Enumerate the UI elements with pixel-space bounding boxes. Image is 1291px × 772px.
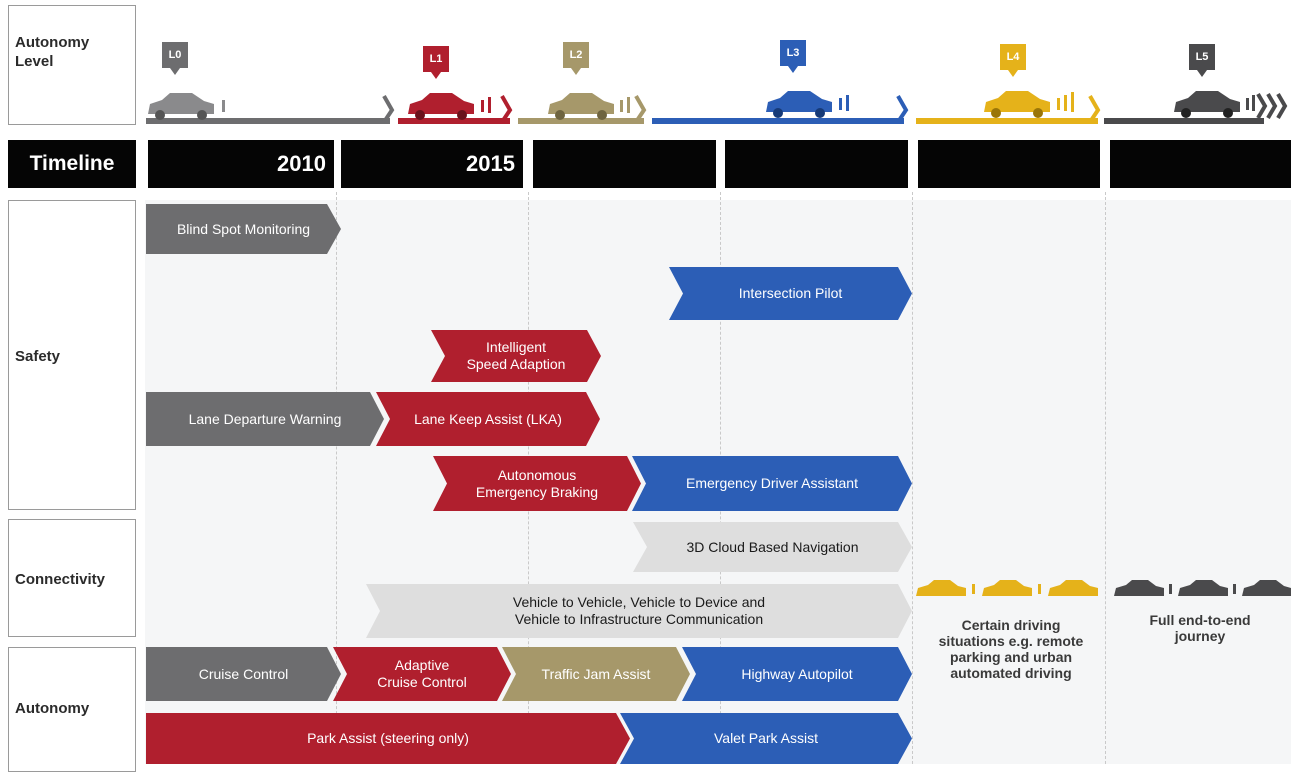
timeline-block-2: 2015 — [341, 140, 523, 188]
level-badge-l3: L3 — [780, 40, 806, 73]
road-l3 — [652, 118, 904, 124]
highway-autopilot-label: Highway Autopilot — [741, 665, 853, 682]
blind-spot-monitoring-bar: Blind Spot Monitoring — [146, 204, 341, 254]
park-assist-label: Park Assist (steering only) — [307, 730, 469, 746]
aeb-label-line1: Autonomous — [497, 466, 577, 483]
timeline-block-4 — [725, 140, 908, 188]
road-l5 — [1104, 118, 1264, 124]
cloud-navigation-label: 3D Cloud Based Navigation — [686, 538, 859, 555]
car-l5-small-2-icon — [1178, 580, 1236, 596]
road-chevrons — [148, 91, 1288, 124]
l4-description-line2: situations e.g. remote — [938, 633, 1084, 649]
timeline-block-5 — [918, 140, 1100, 188]
column-divider — [336, 192, 337, 764]
autonomy-level-label: Autonomy Level — [15, 34, 90, 70]
autonomy-level-box — [8, 5, 136, 125]
intersection-pilot-bar: Intersection Pilot — [669, 267, 912, 320]
column-divider — [1105, 192, 1106, 764]
park-assist-bar: Park Assist (steering only) — [146, 713, 630, 764]
safety-label: Safety — [15, 348, 61, 365]
level-badge-l4: L4 — [1000, 44, 1026, 77]
l5-description-line1: Full end-to-end — [1149, 612, 1251, 628]
chevron-l5c-icon — [1276, 92, 1288, 120]
chevron-l5b-icon — [1266, 92, 1278, 120]
acc-label-line1: Adaptive — [394, 657, 450, 673]
autonomous-emergency-braking-bar: Autonomous Emergency Braking — [433, 456, 641, 511]
emergency-driver-assistant-bar: Emergency Driver Assistant — [632, 456, 912, 511]
autonomy-label: Autonomy — [15, 700, 90, 717]
cloud-navigation-bar: 3D Cloud Based Navigation — [633, 522, 912, 572]
lane-keep-assist-label: Lane Keep Assist (LKA) — [414, 410, 562, 427]
l4-description: Certain driving situations e.g. remote p… — [914, 617, 1108, 681]
emergency-driver-assistant-label: Emergency Driver Assistant — [686, 475, 858, 491]
v2x-label-line2: Vehicle to Infrastructure Communication — [514, 611, 764, 627]
valet-park-assist-bar: Valet Park Assist — [620, 713, 912, 764]
l5-description: Full end-to-end journey — [1110, 612, 1290, 644]
isa-label-line2: Speed Adaption — [466, 356, 566, 372]
road-l0 — [146, 118, 390, 124]
car-l2-icon — [548, 93, 630, 120]
adaptive-cruise-control-bar: Adaptive Cruise Control — [333, 647, 511, 701]
chevron-l3-icon — [896, 95, 909, 124]
chevron-l4-icon — [1088, 95, 1101, 124]
intelligent-speed-adaption-bar: Intelligent Speed Adaption — [431, 330, 601, 382]
traffic-jam-assist-label: Traffic Jam Assist — [541, 665, 651, 682]
chevron-l5a-icon — [1256, 92, 1268, 120]
l4-description-line1: Certain driving — [961, 617, 1061, 633]
isa-label-line1: Intelligent — [486, 339, 546, 355]
lane-departure-warning-label: Lane Departure Warning — [188, 410, 342, 427]
road-l1 — [398, 118, 510, 124]
connectivity-box — [8, 519, 136, 637]
car-l4-small-1-icon — [916, 580, 975, 596]
chevron-l0-icon — [382, 95, 395, 124]
car-l5-small-3-icon — [1242, 580, 1291, 596]
road-l4 — [916, 118, 1098, 124]
lane-keep-assist-bar: Lane Keep Assist (LKA) — [376, 392, 600, 446]
chevron-l1-icon — [500, 95, 513, 124]
l4-description-line4: automated driving — [950, 665, 1072, 681]
cruise-control-label: Cruise Control — [198, 665, 289, 682]
blind-spot-monitoring-label: Blind Spot Monitoring — [176, 220, 311, 237]
level-badge-l1: L1 — [423, 46, 449, 79]
timeline-block-1: 2010 — [148, 140, 334, 188]
car-l5-icon — [1174, 91, 1255, 118]
traffic-jam-assist-bar: Traffic Jam Assist — [502, 647, 690, 701]
acc-label-line2: Cruise Control — [377, 674, 467, 690]
level-badge-l5: L5 — [1189, 44, 1215, 77]
cruise-control-bar: Cruise Control — [146, 647, 341, 701]
connectivity-label: Connectivity — [15, 571, 106, 588]
lane-departure-warning-bar: Lane Departure Warning — [146, 392, 384, 446]
highway-autopilot-bar: Highway Autopilot — [682, 647, 912, 701]
car-l4-icon — [984, 91, 1074, 118]
intersection-pilot-label: Intersection Pilot — [738, 285, 843, 301]
l5-description-line2: journey — [1174, 628, 1226, 644]
level-badge-l0: L0 — [162, 42, 188, 75]
car-l0-icon — [148, 93, 225, 120]
l4-description-line3: parking and urban — [949, 649, 1073, 665]
timeline-block-6 — [1110, 140, 1291, 188]
level-badge-l2: L2 — [563, 42, 589, 75]
car-l4-small-3-icon — [1048, 580, 1098, 596]
car-l3-icon — [766, 91, 849, 118]
car-l1-icon — [408, 93, 491, 120]
l4-l5-cars — [916, 580, 1291, 596]
timeline-block-3 — [533, 140, 716, 188]
chevron-l2-icon — [634, 95, 647, 124]
v2x-communication-bar: Vehicle to Vehicle, Vehicle to Device an… — [366, 584, 912, 638]
timeline-label: Timeline — [8, 140, 136, 188]
aeb-label-line2: Emergency Braking — [475, 483, 599, 500]
column-divider — [912, 192, 913, 764]
safety-box — [8, 200, 136, 510]
road-l2 — [518, 118, 644, 124]
car-l5-small-1-icon — [1114, 580, 1172, 596]
v2x-label-line1: Vehicle to Vehicle, Vehicle to Device an… — [512, 594, 766, 610]
valet-park-assist-label: Valet Park Assist — [713, 730, 818, 746]
car-l4-small-2-icon — [982, 580, 1041, 596]
